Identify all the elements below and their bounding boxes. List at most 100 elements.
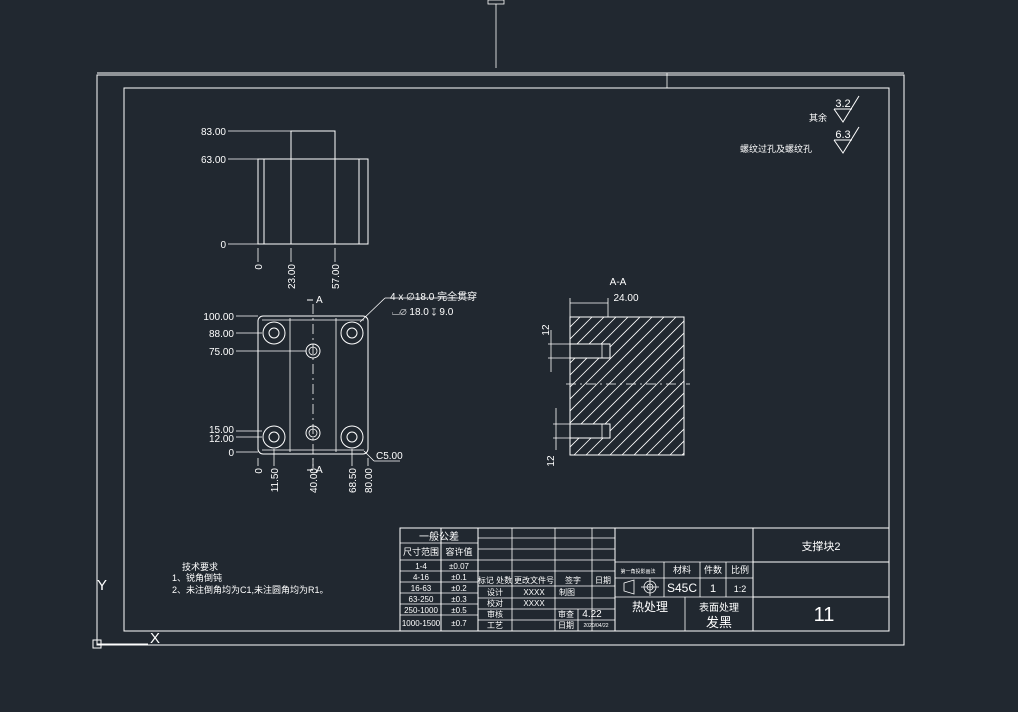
review-value: 审查	[558, 609, 574, 619]
chamfer-callout: C5.00	[376, 451, 403, 462]
hatch-line	[570, 317, 581, 328]
hole-callout-1: 4 x ∅18.0 完全贯穿	[390, 290, 477, 303]
ucs-x-label: X	[150, 630, 160, 647]
top-view-boss	[290, 130, 336, 160]
front-view: A A 100.00 88.00 75.00 15.00 12.00 0 0 1…	[203, 290, 477, 493]
front-dim-x-11-5: 11.50	[270, 468, 281, 493]
hatch-line	[570, 317, 653, 400]
hatch-line	[570, 317, 629, 376]
tech-note-1: 1、锐角倒钝	[172, 572, 222, 583]
tolerance-title: 一般公差	[419, 530, 459, 543]
heat-treatment-label: 热处理	[632, 600, 668, 614]
top-dim-y-0: 0	[220, 240, 226, 251]
hatch-line	[633, 404, 684, 455]
section-mark-bottom: A	[316, 465, 323, 476]
tolerance-val-3: ±0.2	[451, 584, 467, 593]
material-value: S45C	[667, 581, 697, 595]
roughness-bottom-label: 螺纹过孔及螺纹孔	[740, 143, 812, 154]
hatch-line	[570, 317, 641, 388]
section-hole-lower	[569, 423, 611, 439]
design-status: 制图	[559, 587, 575, 597]
tolerance-size-4: 63-250	[409, 595, 434, 604]
front-dim-x-40: 40.00	[309, 468, 320, 493]
roughness-symbols: 3.2 其余 6.3 螺纹过孔及螺纹孔	[740, 95, 860, 154]
hatch-line	[570, 317, 677, 424]
front-dim-y-75: 75.00	[209, 347, 234, 358]
sign-header-date: 日期	[595, 576, 611, 585]
review-label: 审核	[487, 609, 503, 619]
hatch-line	[570, 317, 593, 340]
hole-top-right	[340, 321, 364, 345]
section-dim-12-a: 12	[541, 324, 552, 336]
date-value: 4.22	[582, 609, 602, 620]
process-label: 工艺	[487, 621, 503, 630]
qty-value: 1	[710, 583, 716, 595]
section-dim-12-b: 12	[546, 455, 557, 467]
top-pointer-mark	[487, 0, 505, 68]
hatch-line	[694, 315, 834, 455]
roughness-top-label: 其余	[809, 112, 827, 123]
hatch-line	[657, 428, 684, 455]
hatch-line	[570, 317, 605, 352]
tolerance-size-3: 16-63	[411, 584, 432, 593]
section-label: A-A	[610, 277, 627, 288]
top-dim-y-63: 63.00	[201, 155, 226, 166]
title-block-frame	[399, 527, 890, 632]
roughness-bottom-value: 6.3	[835, 129, 850, 141]
design-value: XXXX	[523, 588, 545, 597]
front-dim-y-100: 100.00	[203, 312, 234, 323]
projection-symbol-icon	[623, 578, 659, 596]
design-label: 设计	[487, 587, 503, 597]
hatch-line	[621, 392, 684, 455]
front-dim-x-80: 80.00	[364, 468, 375, 493]
hatch-line	[681, 452, 684, 455]
roughness-top-value: 3.2	[835, 98, 850, 110]
roughness-symbol-bottom	[833, 126, 860, 154]
tech-notes: 技术要求 1、锐角倒钝 2、未注倒角均为C1,未注圆角均为R1。	[172, 561, 329, 595]
tolerance-val-1: ±0.07	[449, 562, 470, 571]
section-view: A-A 24.00 12 12	[541, 277, 834, 467]
section-outline	[569, 316, 685, 456]
tolerance-val-2: ±0.1	[451, 573, 467, 582]
tolerance-header-size: 尺寸范围	[403, 546, 439, 557]
hatch-line	[570, 317, 665, 412]
surface-treatment-label: 表面处理	[699, 601, 739, 614]
tolerance-val-5: ±0.5	[451, 606, 467, 615]
tech-note-2: 2、未注倒角均为C1,未注圆角均为R1。	[172, 584, 329, 595]
roughness-symbol-top	[833, 95, 860, 123]
hole-bottom-right	[340, 425, 364, 449]
top-view: 83.00 63.00 0 0 23.00 57.00	[201, 127, 369, 289]
section-mark-top: A	[316, 295, 323, 306]
top-dim-y-83: 83.00	[201, 127, 226, 138]
surface-treatment-value: 发黑	[706, 615, 732, 630]
hatch-line	[570, 317, 617, 364]
hatch-line	[609, 380, 684, 455]
front-dim-y-0: 0	[228, 448, 234, 459]
tolerance-header-tol: 容许值	[445, 546, 472, 557]
sign-header-mark: 标记 处数	[478, 575, 512, 585]
date-label: 日期	[558, 621, 574, 630]
tolerance-val-6: ±0.7	[451, 619, 467, 628]
ucs-y-label: Y	[97, 577, 107, 594]
section-depth-dim: 24.00	[613, 293, 638, 304]
date-value-2: 2020/04/22	[583, 623, 608, 629]
hatch-line	[597, 368, 684, 455]
front-dim-y-88: 88.00	[209, 329, 234, 340]
hole-top-left	[262, 321, 286, 345]
top-view-body	[257, 158, 369, 245]
front-dim-x-68-5: 68.50	[348, 468, 359, 493]
tolerance-size-6: 1000-1500	[402, 619, 441, 628]
top-dim-x-23: 23.00	[287, 264, 298, 289]
outer-border	[96, 74, 905, 646]
qty-label: 件数	[704, 564, 722, 575]
sign-header-change: 更改文件号	[514, 575, 554, 585]
top-dim-x-57: 57.00	[331, 264, 342, 289]
ucs-icon: Y X	[92, 577, 160, 649]
tolerance-size-2: 4-16	[413, 573, 430, 582]
section-hatch	[570, 315, 834, 455]
hatch-line	[645, 416, 684, 455]
scale-value: 1:2	[734, 584, 747, 594]
part-name: 支撑块2	[801, 539, 840, 553]
title-block: 一般公差 尺寸范围 容许值 1-4 ±0.07 4-16 ±0.1 16-63 …	[399, 527, 890, 632]
